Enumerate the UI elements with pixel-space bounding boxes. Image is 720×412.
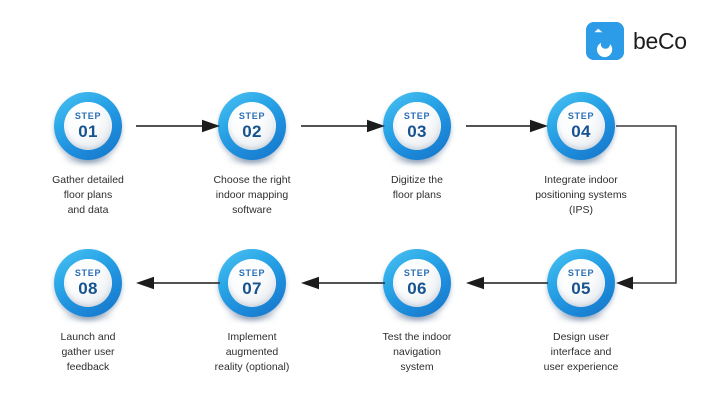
step-word: STEP	[403, 268, 431, 278]
step-number: 04	[571, 122, 591, 141]
step-word: STEP	[403, 111, 431, 121]
step-badge-01[interactable]: STEP 01	[54, 92, 122, 166]
brand-name: beCo	[633, 27, 687, 54]
step-badge-04[interactable]: STEP 04	[547, 92, 615, 166]
badge-ring: STEP 03	[383, 92, 451, 160]
step-caption: Launch and gather user feedback	[60, 331, 116, 374]
arrow-step-01-to-02	[136, 119, 220, 133]
step-word: STEP	[238, 268, 266, 278]
step-word: STEP	[74, 268, 102, 278]
badge-ring: STEP 02	[218, 92, 286, 160]
badge-inner: STEP 08	[64, 259, 112, 307]
step-word: STEP	[567, 268, 595, 278]
badge-ring: STEP 06	[383, 249, 451, 317]
step-caption: Gather detailed floor plans and data	[52, 174, 124, 217]
arrow-step-06-to-07	[301, 276, 385, 290]
badge-inner: STEP 06	[393, 259, 441, 307]
step-number: 05	[571, 279, 591, 298]
step-badge-08[interactable]: STEP 08	[54, 249, 122, 323]
badge-ring: STEP 04	[547, 92, 615, 160]
step-caption: Integrate indoor positioning systems (IP…	[535, 174, 627, 217]
step-node-08[interactable]: STEP 08 Launch and gather user feedback	[13, 249, 163, 376]
brand-logo: beCo	[586, 22, 687, 60]
step-word: STEP	[567, 111, 595, 121]
elbow-step-04-to-05	[596, 112, 696, 302]
arrow-step-03-to-04	[466, 119, 548, 133]
step-node-02[interactable]: STEP 02 Choose the right indoor mapping …	[177, 92, 327, 219]
arrow-step-05-to-06	[466, 276, 548, 290]
step-node-07[interactable]: STEP 07 Implement augmented reality (opt…	[177, 249, 327, 376]
step-node-06[interactable]: STEP 06 Test the indoor navigation syste…	[342, 249, 492, 376]
step-badge-02[interactable]: STEP 02	[218, 92, 286, 166]
step-caption: Digitize the floor plans	[391, 174, 443, 202]
step-word: STEP	[74, 111, 102, 121]
badge-ring: STEP 07	[218, 249, 286, 317]
step-node-05[interactable]: STEP 05 Design user interface and user e…	[506, 249, 656, 376]
step-badge-07[interactable]: STEP 07	[218, 249, 286, 323]
badge-inner: STEP 05	[557, 259, 605, 307]
step-caption: Implement augmented reality (optional)	[214, 331, 290, 374]
badge-inner: STEP 02	[228, 102, 276, 150]
step-number: 08	[78, 279, 98, 298]
step-word: STEP	[238, 111, 266, 121]
step-caption: Design user interface and user experienc…	[543, 331, 619, 374]
step-node-03[interactable]: STEP 03 Digitize the floor plans	[342, 92, 492, 203]
step-caption: Test the indoor navigation system	[382, 331, 452, 374]
badge-ring: STEP 01	[54, 92, 122, 160]
step-badge-05[interactable]: STEP 05	[547, 249, 615, 323]
badge-inner: STEP 04	[557, 102, 605, 150]
step-number: 06	[407, 279, 427, 298]
step-number: 07	[242, 279, 262, 298]
step-badge-06[interactable]: STEP 06	[383, 249, 451, 323]
step-number: 01	[78, 122, 98, 141]
step-caption: Choose the right indoor mapping software	[213, 174, 291, 217]
step-number: 03	[407, 122, 427, 141]
step-badge-03[interactable]: STEP 03	[383, 92, 451, 166]
step-node-01[interactable]: STEP 01 Gather detailed floor plans and …	[13, 92, 163, 219]
badge-ring: STEP 05	[547, 249, 615, 317]
step-node-04[interactable]: STEP 04 Integrate indoor positioning sys…	[506, 92, 656, 219]
badge-inner: STEP 07	[228, 259, 276, 307]
badge-inner: STEP 01	[64, 102, 112, 150]
arrow-step-07-to-08	[136, 276, 220, 290]
step-number: 02	[242, 122, 262, 141]
badge-ring: STEP 08	[54, 249, 122, 317]
badge-inner: STEP 03	[393, 102, 441, 150]
beco-b-logo-icon	[586, 22, 624, 60]
arrow-step-02-to-03	[301, 119, 385, 133]
